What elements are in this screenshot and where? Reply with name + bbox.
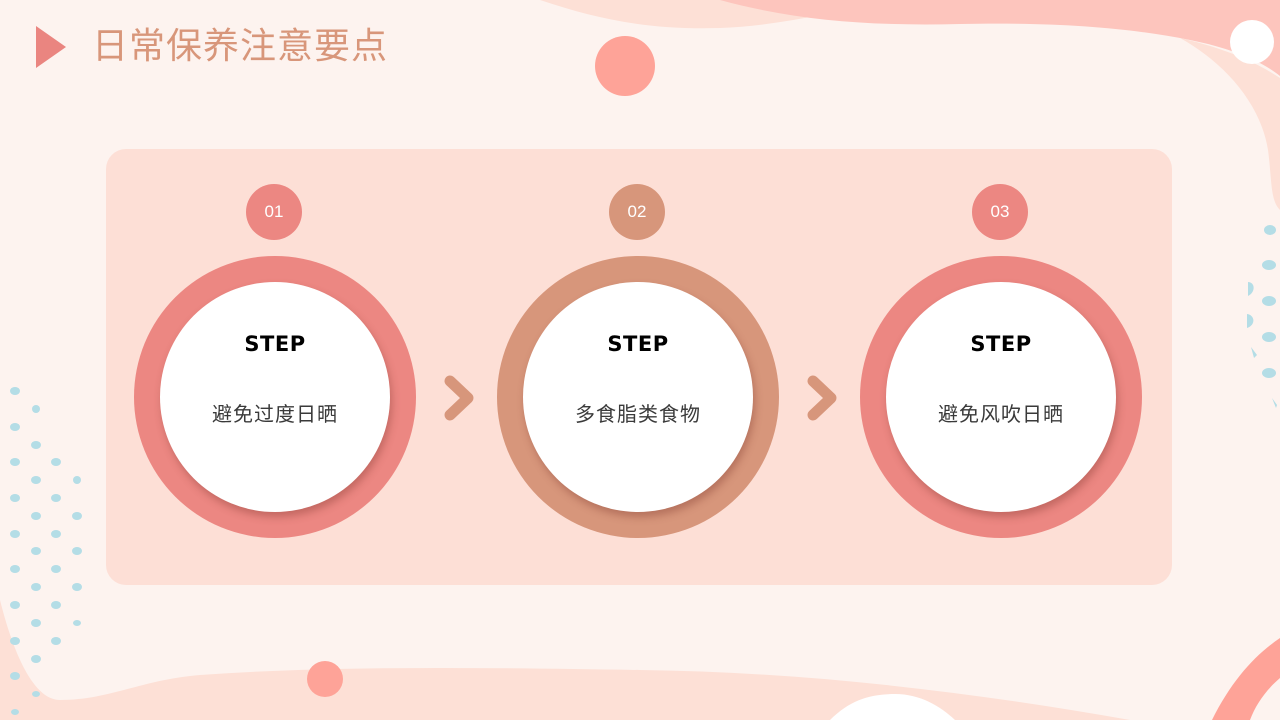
title-triangle-icon bbox=[36, 26, 66, 68]
step-inner-circle: STEP 避免风吹日晒 bbox=[886, 282, 1116, 512]
top-light-blob bbox=[540, 0, 900, 29]
step-inner-circle: STEP 避免过度日晒 bbox=[160, 282, 390, 512]
slide-header: 日常保养注意要点 bbox=[36, 24, 388, 70]
step-description: 多食脂类食物 bbox=[575, 402, 701, 426]
step-inner-circle: STEP 多食脂类食物 bbox=[523, 282, 753, 512]
step-description: 避免过度日晒 bbox=[212, 402, 338, 426]
top-right-pink-blob bbox=[720, 0, 1280, 76]
bottom-light-wave bbox=[0, 600, 1130, 720]
chevron-right-icon bbox=[807, 375, 837, 421]
step-ring: STEP 多食脂类食物 bbox=[497, 256, 779, 538]
step-card-2: 02 STEP 多食脂类食物 bbox=[497, 184, 779, 544]
step-ring: STEP 避免过度日晒 bbox=[134, 256, 416, 538]
step-card-3: 03 STEP 避免风吹日晒 bbox=[860, 184, 1142, 544]
step-ring: STEP 避免风吹日晒 bbox=[860, 256, 1142, 538]
left-dot-pattern bbox=[10, 387, 82, 715]
step-number-badge: 02 bbox=[609, 184, 665, 240]
salmon-circle-top bbox=[595, 36, 655, 96]
slide-title: 日常保养注意要点 bbox=[92, 26, 389, 67]
step-number-badge: 01 bbox=[246, 184, 302, 240]
step-description: 避免风吹日晒 bbox=[938, 402, 1064, 426]
step-label: STEP bbox=[970, 332, 1032, 356]
step-label: STEP bbox=[244, 332, 306, 356]
step-label: STEP bbox=[607, 332, 669, 356]
chevron-right-icon bbox=[444, 375, 474, 421]
white-circle-top-right bbox=[1230, 20, 1274, 64]
step-number-badge: 03 bbox=[972, 184, 1028, 240]
bottom-white-arc bbox=[830, 694, 955, 720]
right-dot-pattern bbox=[1247, 225, 1277, 408]
bottom-right-salmon-arc bbox=[1212, 638, 1280, 720]
salmon-circle-bottom bbox=[307, 661, 343, 697]
right-light-swoop bbox=[1180, 38, 1280, 210]
step-card-1: 01 STEP 避免过度日晒 bbox=[134, 184, 416, 544]
